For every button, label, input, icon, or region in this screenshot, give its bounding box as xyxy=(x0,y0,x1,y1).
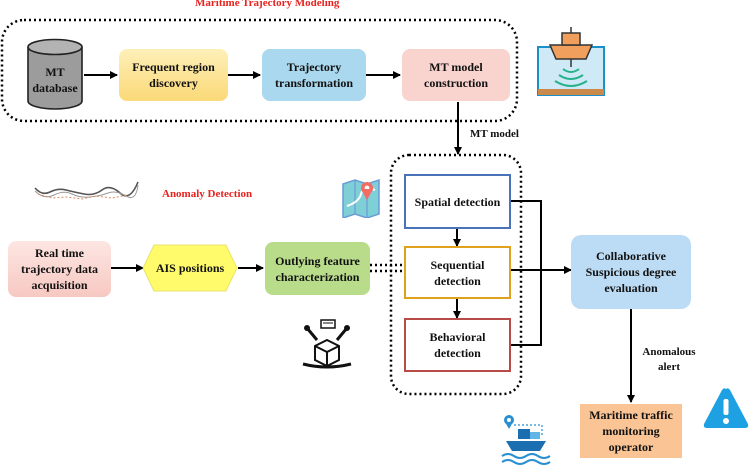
acquisition-box: Real time trajectory data acquisition xyxy=(8,241,111,297)
evaluation-box: Collaborative Suspicious degree evaluati… xyxy=(571,235,691,309)
behavioral-detection-box: Behavioral detection xyxy=(404,318,511,372)
mt-database: MT database xyxy=(26,38,84,110)
trajectory-map-icon xyxy=(34,181,139,200)
spatial-detection-box: Spatial detection xyxy=(404,174,511,229)
outlying-feature-box: Outlying feature characterization xyxy=(265,242,370,295)
ais-positions-label: AIS positions xyxy=(155,261,225,275)
ship-location-icon xyxy=(501,415,551,465)
database-cylinder-icon xyxy=(27,38,83,110)
robot-arm-cube-icon xyxy=(302,319,352,369)
anomaly-detection-title: Anomaly Detection xyxy=(162,188,253,200)
anomalous-alert-label: Anomalous alert xyxy=(642,346,696,373)
warning-icon xyxy=(703,388,749,428)
operator-box: Maritime traffic monitoring operator xyxy=(580,404,682,458)
detection-frame xyxy=(389,153,523,396)
model-construction-box: MT model construction xyxy=(402,49,510,101)
ship-sonar-icon xyxy=(537,27,605,96)
trajectory-transformation-box: Trajectory transformation xyxy=(262,49,366,101)
frequent-region-box: Frequent region discovery xyxy=(119,49,228,101)
mt-model-label: MT model xyxy=(470,128,519,140)
map-pin-icon xyxy=(342,178,380,218)
ais-hexagon-shape xyxy=(142,244,238,292)
sequential-detection-box: Sequential detection xyxy=(404,246,511,299)
modeling-title: Maritime Trajectory Modeling xyxy=(195,0,340,9)
modeling-frame xyxy=(0,18,519,123)
database-label: MT database xyxy=(32,65,78,95)
